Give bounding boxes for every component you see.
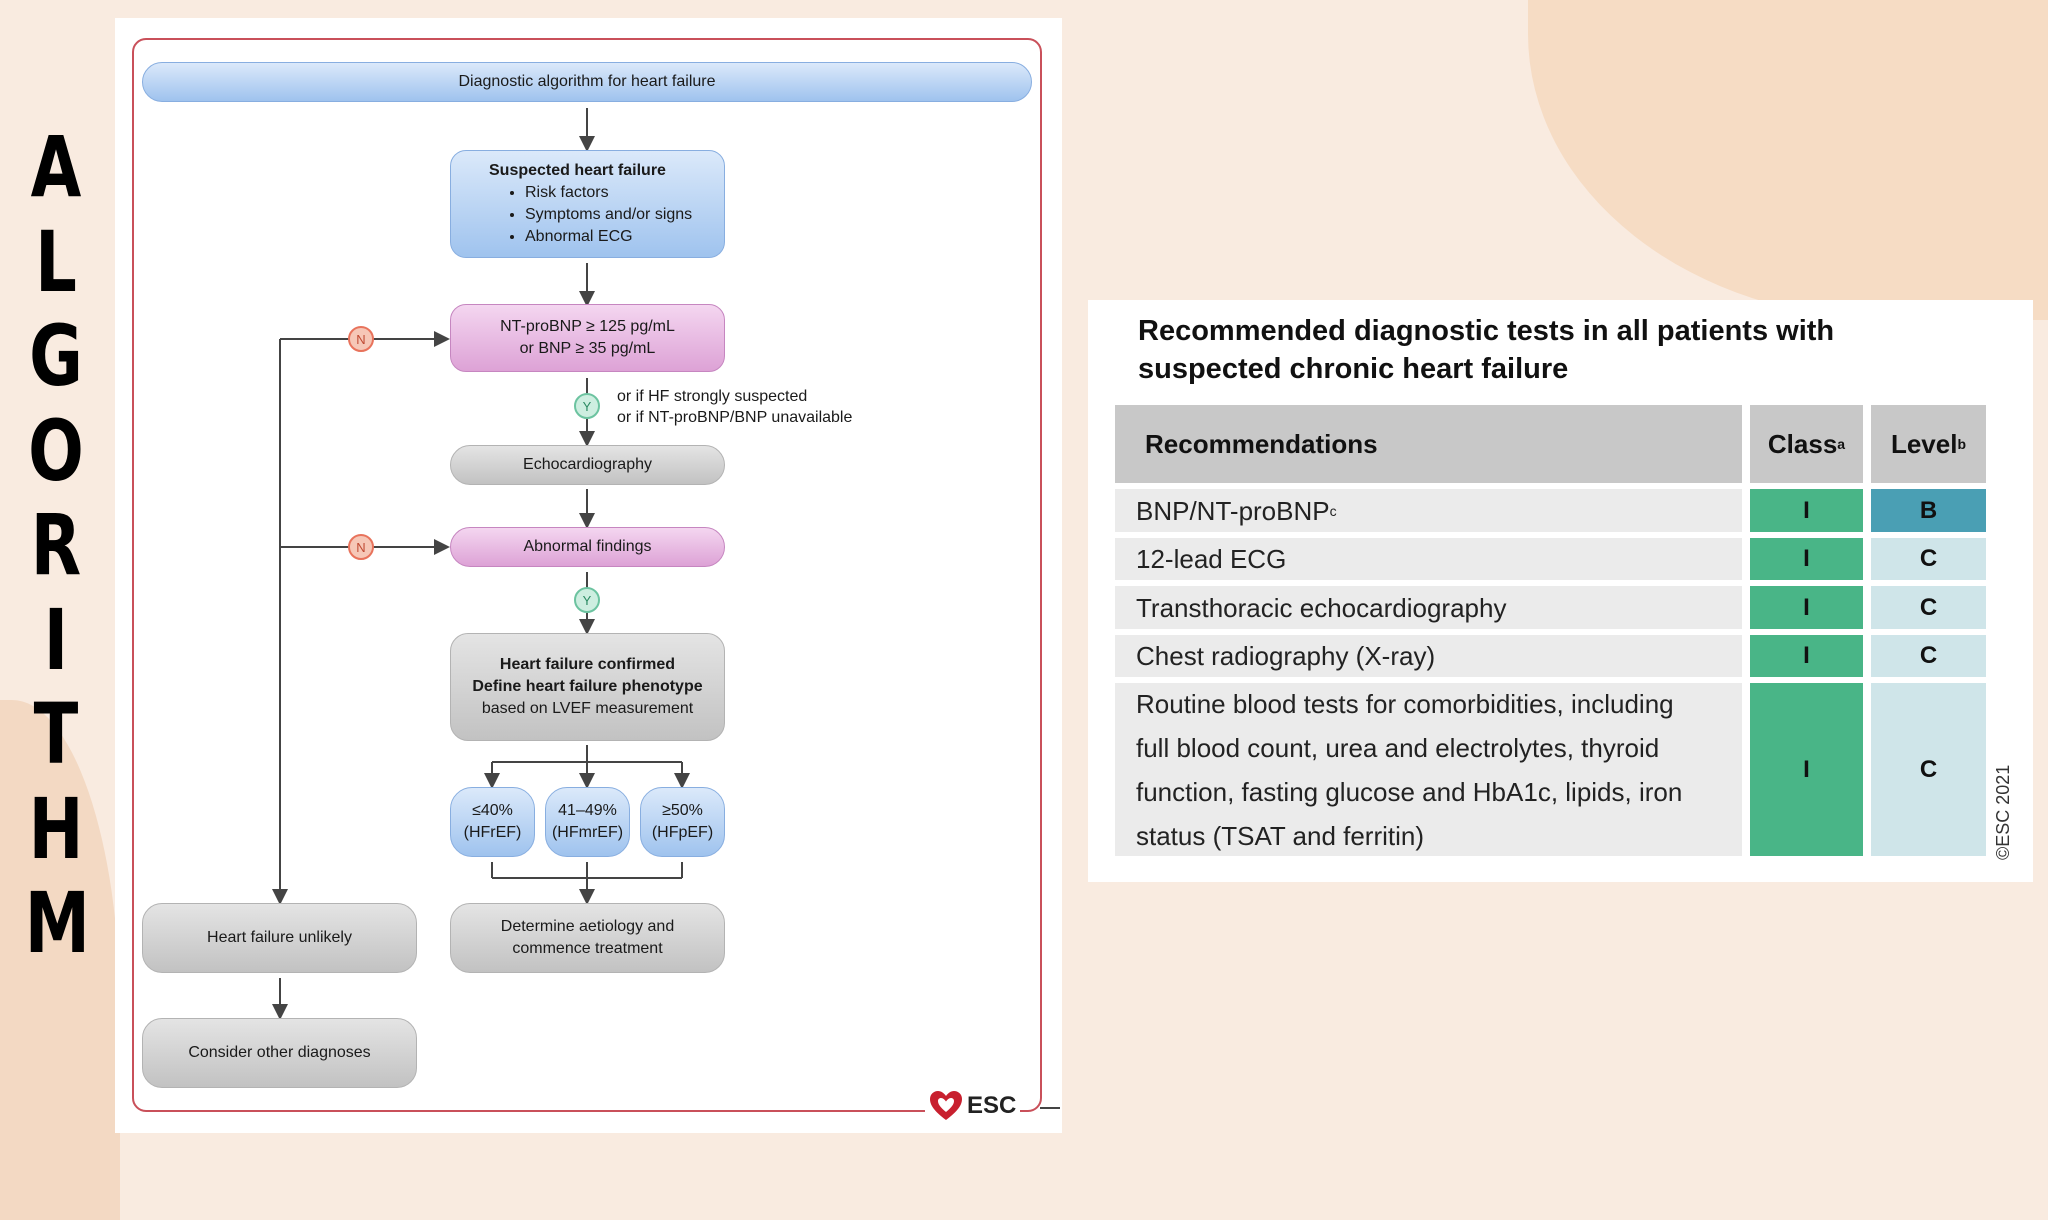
copyright-label: ©ESC 2021: [1993, 764, 2013, 860]
svg-text:Y: Y: [583, 593, 592, 608]
table-row: 12-lead ECG: [1115, 538, 1742, 580]
row-text-line: function, fasting glucose and HbA1c, lip…: [1136, 776, 1683, 807]
svg-text:N: N: [356, 332, 365, 347]
class-cell: I: [1750, 538, 1863, 580]
hfpef-box: ≥50% (HFpEF): [640, 787, 725, 857]
no-badge: N: [348, 326, 374, 352]
side-letter: G: [29, 307, 83, 405]
row-text-line: Routine blood tests for comorbidities, i…: [1136, 688, 1674, 719]
svg-text:Y: Y: [583, 399, 592, 414]
class-cell: I: [1750, 683, 1863, 856]
class-cell: I: [1750, 635, 1863, 677]
level-cell: C: [1871, 538, 1986, 580]
suspected-list: Risk factors Symptoms and/or signs Abnor…: [491, 182, 692, 248]
recommendations-panel: Recommended diagnostic tests in all pati…: [1088, 300, 2033, 882]
list-item: Symptoms and/or signs: [525, 204, 692, 226]
diagram-area: [115, 18, 1062, 1133]
hfref-box: ≤40% (HFrEF): [450, 787, 535, 857]
ef-range: ≥50%: [662, 802, 703, 819]
abnormal-findings-box: Abnormal findings: [450, 527, 725, 567]
diagram-frame: [132, 38, 1042, 1112]
yes-badge: Y: [574, 393, 600, 419]
row-text-line: status (TSAT and ferritin): [1136, 820, 1425, 851]
class-cell: I: [1750, 489, 1863, 532]
list-item: Abnormal ECG: [525, 226, 692, 248]
natriuretic-line: NT-proBNP ≥ 125 pg/mL: [500, 318, 675, 335]
level-cell: B: [1871, 489, 1986, 532]
header-label: Recommendations: [1145, 428, 1378, 459]
side-letter: A: [30, 118, 82, 216]
echocardiography-box: Echocardiography: [450, 445, 725, 485]
treatment-box: Determine aetiology and commence treatme…: [450, 903, 725, 973]
header-recommendations: Recommendations: [1115, 405, 1742, 483]
ef-type: (HFrEF): [463, 824, 522, 841]
footnote-marker: b: [1957, 436, 1967, 452]
table-title-line: Recommended diagnostic tests in all pati…: [1138, 315, 1835, 347]
yes-badge: Y: [574, 587, 600, 613]
no-badge: N: [348, 534, 374, 560]
flow-connectors: N N Y Y: [272, 108, 1060, 1109]
ef-type: (HFmrEF): [551, 824, 624, 841]
level-cell: C: [1871, 635, 1986, 677]
table-title-line: suspected chronic heart failure: [1138, 353, 1569, 385]
treatment-line: commence treatment: [512, 940, 663, 957]
row-text: BNP/NT-proBNP: [1136, 495, 1330, 526]
level-cell: C: [1871, 683, 1986, 856]
side-title-algorithm: A L G O R I T H M: [16, 120, 96, 971]
natriuretic-peptide-box: NT-proBNP ≥ 125 pg/mL or BNP ≥ 35 pg/mL: [450, 304, 725, 372]
suspected-heart-failure-box: Suspected heart failure Risk factors Sym…: [450, 150, 725, 258]
natriuretic-line: or BNP ≥ 35 pg/mL: [519, 340, 656, 357]
side-letter: O: [28, 401, 84, 500]
lvef-line: based on LVEF measurement: [481, 700, 694, 717]
footnote-marker: c: [1329, 502, 1337, 519]
level-cell: C: [1871, 586, 1986, 629]
confirmed-line: Heart failure confirmed: [499, 656, 676, 673]
row-text: Transthoracic echocardiography: [1136, 592, 1507, 623]
header-label: Class: [1767, 428, 1838, 459]
hf-suspected-note: or if HF strongly suspected: [617, 388, 808, 405]
row-text-line: full blood count, urea and electrolytes,…: [1136, 732, 1660, 763]
side-letter: R: [30, 496, 82, 594]
table-row: Routine blood tests for comorbidities, i…: [1115, 683, 1742, 856]
class-cell: I: [1750, 586, 1863, 629]
side-letter: L: [35, 212, 77, 311]
header-label: Level: [1890, 428, 1958, 459]
other-diagnoses-box: Consider other diagnoses: [142, 1018, 417, 1088]
heart-failure-confirmed-box: Heart failure confirmed Define heart fai…: [450, 633, 725, 741]
table-row: Chest radiography (X-ray): [1115, 635, 1742, 677]
ef-range: ≤40%: [472, 802, 513, 819]
footnote-marker: a: [1837, 436, 1846, 452]
side-letter: I: [43, 590, 69, 689]
heart-failure-unlikely-box: Heart failure unlikely: [142, 903, 417, 973]
hf-unavailable-note: or if NT-proBNP/BNP unavailable: [617, 409, 853, 426]
esc-logo-text: ESC: [967, 1092, 1017, 1119]
ef-type: (HFpEF): [651, 824, 714, 841]
heart-icon: [930, 1091, 962, 1120]
diagram-title: Diagnostic algorithm for heart failure: [142, 62, 1032, 102]
side-letter: T: [33, 685, 79, 783]
side-letter: M: [24, 874, 91, 972]
hfmref-box: 41–49% (HFmrEF): [545, 787, 630, 857]
phenotype-line: Define heart failure phenotype: [472, 678, 703, 695]
table-title: Recommended diagnostic tests in all pati…: [1138, 312, 1834, 388]
treatment-line: Determine aetiology and: [500, 918, 675, 935]
row-text: 12-lead ECG: [1136, 544, 1287, 574]
suspected-heading: Suspected heart failure: [489, 162, 666, 179]
table-row: Transthoracic echocardiography: [1115, 586, 1742, 629]
list-item: Risk factors: [525, 182, 692, 204]
svg-text:N: N: [356, 540, 365, 555]
esc-logo: ESC: [925, 1090, 1021, 1122]
row-text: Chest radiography (X-ray): [1136, 641, 1436, 671]
side-letter: H: [28, 779, 84, 878]
ef-range: 41–49%: [558, 802, 617, 819]
